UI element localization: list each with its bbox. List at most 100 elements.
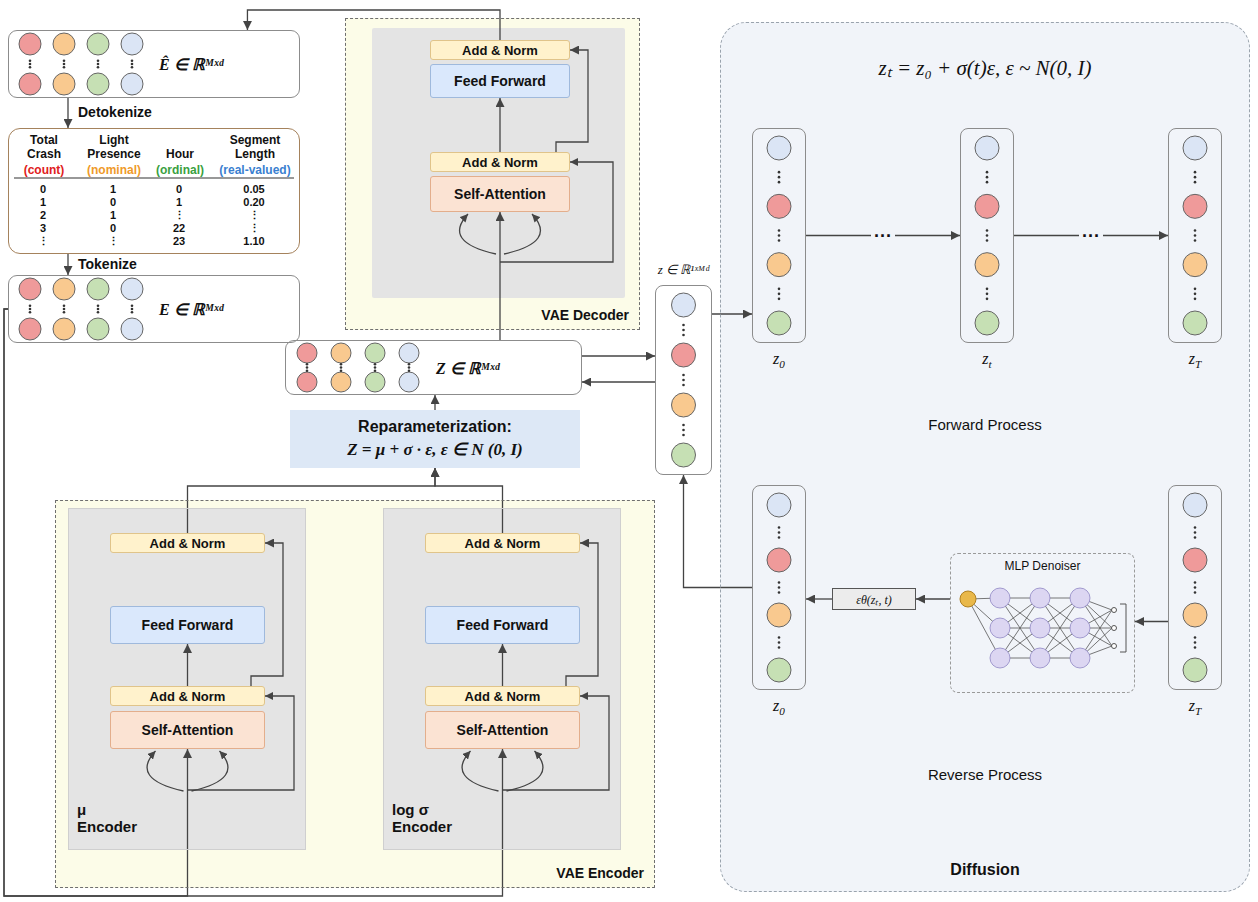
feed-forward-box: Feed Forward — [430, 64, 570, 98]
edge-label: Detokenize — [78, 104, 152, 120]
process-caption: Forward Process — [905, 416, 1065, 433]
node-text: Self-Attention — [142, 722, 234, 738]
node-text: εθ(zₜ, t) — [856, 591, 892, 608]
node-text: Light Presence — [77, 133, 151, 161]
token-circle — [1183, 548, 1207, 572]
connector-arrow — [67, 254, 68, 275]
ellipsis-dot — [778, 229, 781, 232]
token-circle — [767, 136, 791, 160]
ellipsis-dot — [131, 60, 134, 63]
connector-arrow — [806, 598, 832, 599]
token-circle — [121, 278, 143, 300]
ellipsis-dot — [1194, 591, 1197, 594]
token-matrix: Ê ∈ ℝᴹˣᵈ — [8, 30, 300, 98]
latent-vector: z ∈ ℝ¹ˣᴹᵈ — [655, 285, 712, 475]
node-text: MLP Denoiser — [951, 559, 1134, 573]
token-circle — [121, 318, 143, 340]
ellipsis-dot — [986, 234, 989, 237]
token-circle — [975, 194, 999, 218]
table-cell: ⋮ — [13, 235, 73, 248]
token-circle — [767, 548, 791, 572]
ellipsis-dot — [374, 369, 377, 372]
ellipsis-dot — [97, 305, 100, 308]
node-text: Add & Norm — [465, 689, 541, 704]
process-caption: Reverse Process — [905, 766, 1065, 783]
table-cell: 0 — [83, 222, 143, 235]
ellipsis-dot — [63, 63, 66, 66]
ellipsis-dot — [408, 363, 411, 366]
self-attention-box: Self-Attention — [430, 176, 570, 212]
latent-vector: zT — [1168, 485, 1222, 690]
token-circle — [331, 372, 351, 392]
connector-arrow — [582, 355, 655, 356]
latent-vector: zt — [960, 128, 1014, 343]
self-attention-box: Self-Attention — [425, 711, 580, 749]
token-circle — [767, 311, 791, 335]
ellipsis-dot — [682, 334, 685, 337]
token-circle — [87, 318, 109, 340]
node-text: Z ∈ ℝᴹˣᵈ — [436, 358, 500, 377]
node-text: Add & Norm — [465, 536, 541, 551]
node-text: (ordinal) — [149, 163, 211, 177]
ellipsis-dot — [63, 60, 66, 63]
attention-curve — [147, 751, 183, 791]
ellipsis-dot — [1194, 181, 1197, 184]
encoder-panel: μ EncoderAdd & NormFeed ForwardAdd & Nor… — [68, 508, 306, 850]
ellipsis-dot — [408, 366, 411, 369]
token-circle — [365, 372, 385, 392]
node-text: z0 — [773, 697, 785, 717]
table-cell: 2 — [13, 209, 73, 222]
add-norm-box: Add & Norm — [110, 533, 265, 553]
ellipsis-dot — [778, 526, 781, 529]
token-matrix: E ∈ ℝᴹˣᵈ — [8, 275, 300, 343]
node-text: Hour — [149, 147, 211, 161]
ellipsis-dot — [1194, 646, 1197, 649]
ellipsis-dot — [778, 531, 781, 534]
table-cell: 1.10 — [224, 235, 284, 248]
token-circle — [297, 343, 317, 363]
ellipsis-dot — [29, 60, 32, 63]
ellipsis-dot — [131, 66, 134, 69]
ellipsis-dot — [778, 293, 781, 296]
node-text: Self-Attention — [454, 186, 546, 202]
table-cell: 0.20 — [224, 196, 284, 209]
ellipsis-dot — [1194, 176, 1197, 179]
ellipsis-dot — [1194, 288, 1197, 291]
connector-arrow — [1135, 621, 1168, 622]
table-cell: 3 — [13, 222, 73, 235]
token-circle — [121, 33, 143, 55]
node-text: Ê ∈ ℝᴹˣᵈ — [159, 55, 224, 74]
table-cell: 23 — [149, 235, 209, 248]
ellipsis-dot — [986, 181, 989, 184]
ellipsis-dot — [682, 424, 685, 427]
node-text: Reparameterization: — [358, 418, 512, 436]
connector-arrow — [916, 598, 950, 599]
ellipsis-dot — [97, 63, 100, 66]
ellipsis-dot — [778, 234, 781, 237]
token-circle — [767, 658, 791, 682]
ellipsis-dot — [778, 171, 781, 174]
ellipsis-dot — [97, 308, 100, 311]
table-cell: 22 — [149, 222, 209, 235]
node-text: μ Encoder — [77, 801, 143, 835]
ellipsis-dot — [986, 176, 989, 179]
node-text: Add & Norm — [462, 155, 538, 170]
ellipsis-dot — [778, 298, 781, 301]
node-text: (nominal) — [77, 163, 151, 177]
mlp-network — [960, 588, 1126, 668]
ellipsis-dot — [778, 536, 781, 539]
ellipsis-dot — [131, 305, 134, 308]
ellipsis-dot — [29, 63, 32, 66]
table-cell: 0 — [149, 183, 209, 196]
token-circle — [53, 33, 75, 55]
ellipsis-dot — [131, 63, 134, 66]
ellipsis-dot — [340, 366, 343, 369]
ellipsis-dot — [1194, 536, 1197, 539]
connector-arrow — [499, 98, 500, 152]
noise-output-box: εθ(zₜ, t) — [832, 588, 916, 610]
attention-curve — [504, 214, 540, 254]
ellipsis-dot — [408, 369, 411, 372]
token-circle — [1183, 311, 1207, 335]
add-norm-box: Add & Norm — [425, 533, 580, 553]
